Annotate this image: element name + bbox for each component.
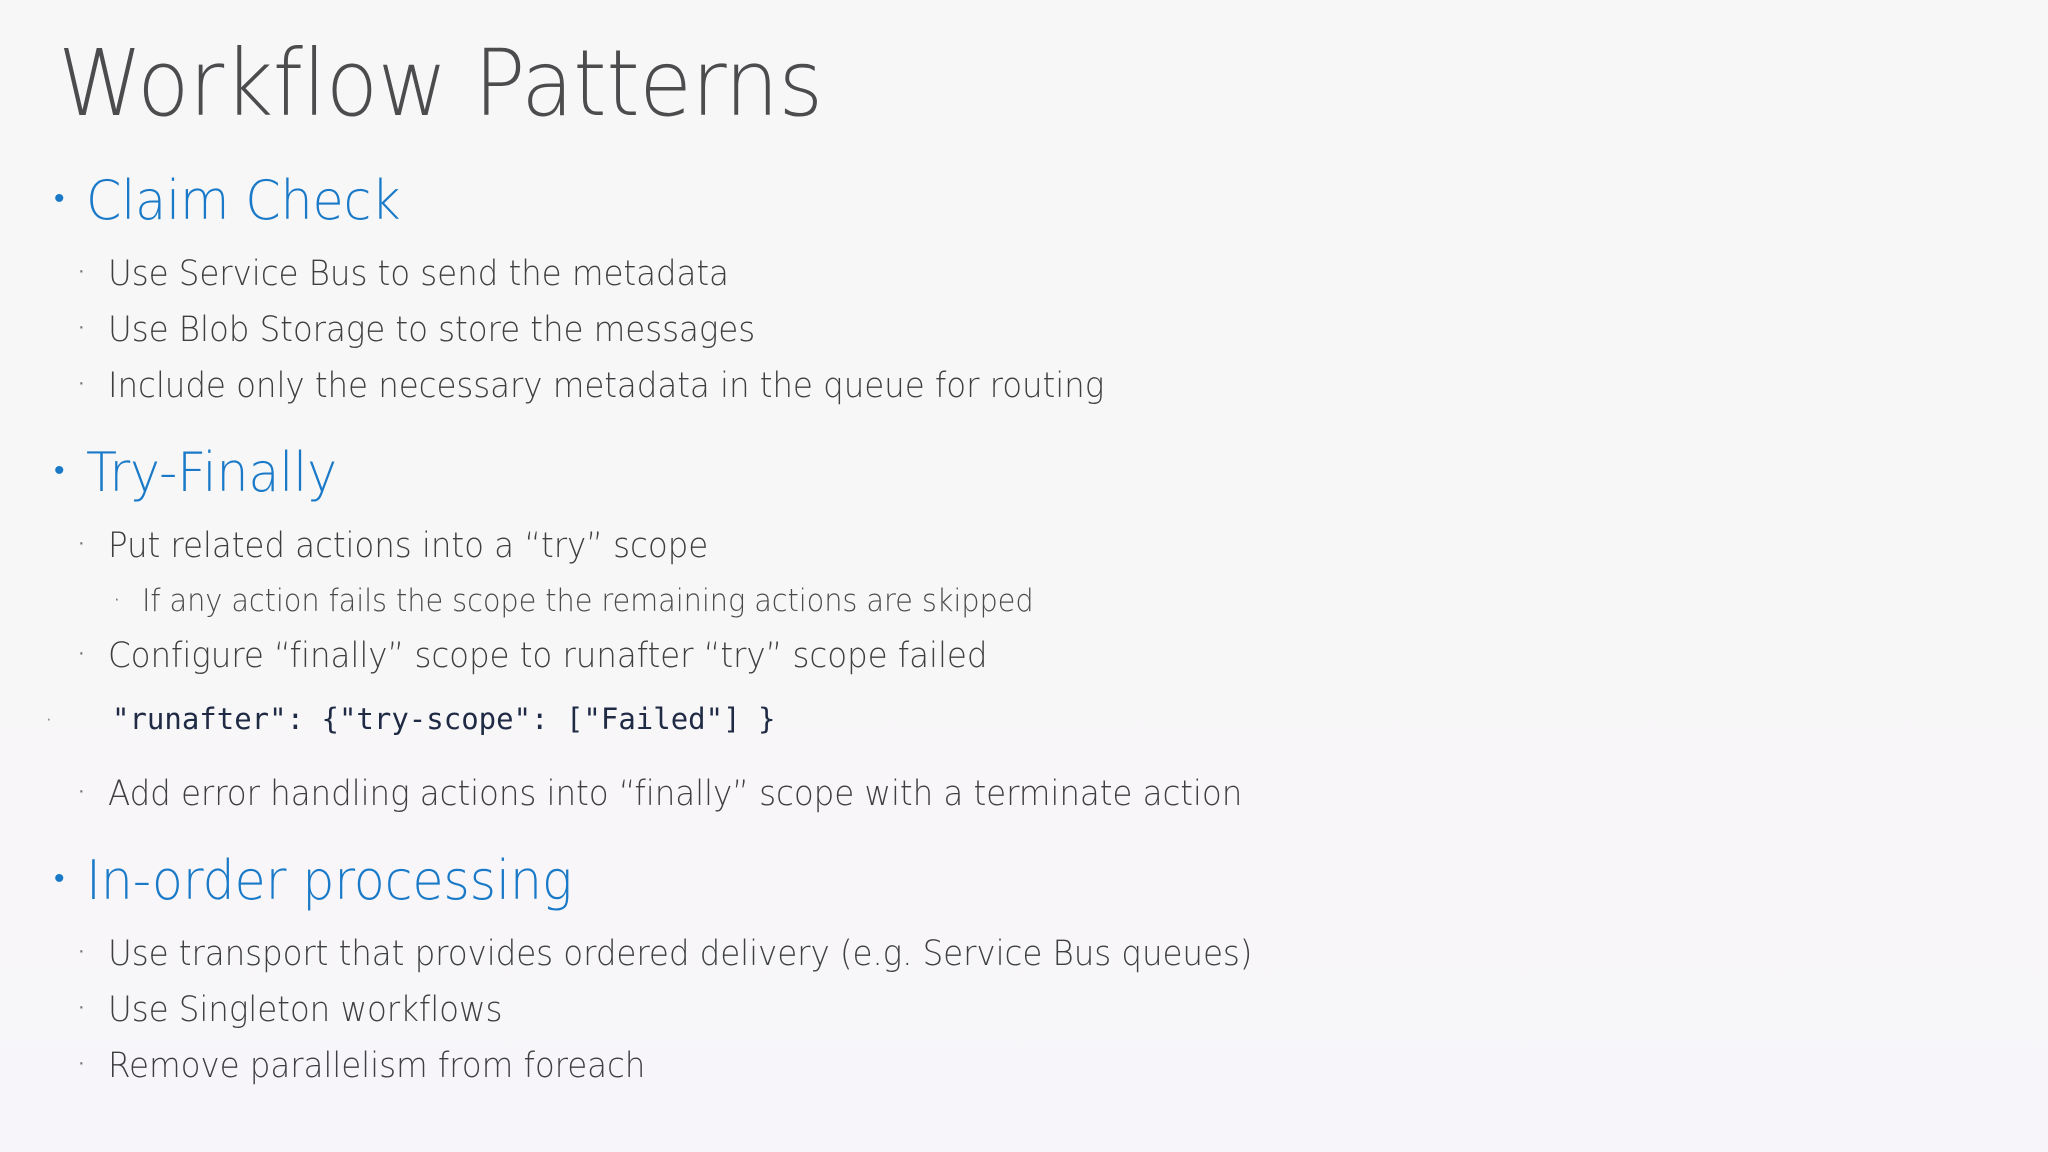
list-item-label: Use Blob Storage to store the messages: [108, 309, 756, 350]
list-item[interactable]: · Remove parallelism from foreach: [0, 1038, 2048, 1094]
list-item-label: Use transport that provides ordered deli…: [108, 933, 1253, 974]
code-snippet-item[interactable]: · "runafter": {"try-scope": ["Failed"] }: [0, 692, 2048, 748]
list-item-label: Remove parallelism from foreach: [108, 1045, 646, 1086]
code-snippet-label: "runafter": {"try-scope": ["Failed"] }: [112, 702, 776, 737]
bullet-code-icon: ·: [46, 708, 52, 728]
bullet-level2-icon: ·: [78, 260, 85, 282]
list-item-label: Configure “finally” scope to runafter “t…: [108, 635, 988, 676]
bullet-level3-icon: ·: [114, 588, 120, 608]
bullet-level2-icon: ·: [78, 996, 85, 1018]
list-item[interactable]: · Use Service Bus to send the metadata: [0, 246, 2048, 302]
list-item-label: Use Service Bus to send the metadata: [108, 253, 729, 294]
list-item-label: Put related actions into a “try” scope: [108, 525, 709, 566]
bullet-level2-icon: ·: [78, 940, 85, 962]
bullet-level1-icon: •: [54, 454, 65, 487]
section-claim-check: • Claim Check · Use Service Bus to send …: [0, 158, 2048, 414]
bullet-level2-icon: ·: [78, 532, 85, 554]
content-outline: • Claim Check · Use Service Bus to send …: [0, 158, 2048, 1094]
list-item-label: If any action fails the scope the remain…: [142, 582, 1034, 619]
list-item[interactable]: · Add error handling actions into “final…: [0, 766, 2048, 822]
section-heading-label: Try-Finally: [86, 440, 337, 504]
section-heading-in-order-processing[interactable]: • In-order processing: [0, 838, 2048, 924]
list-item[interactable]: · Put related actions into a “try” scope: [0, 518, 2048, 574]
page-title: Workflow Patterns: [58, 30, 823, 137]
section-in-order-processing: • In-order processing · Use transport th…: [0, 838, 2048, 1094]
bullet-level2-icon: ·: [78, 372, 85, 394]
list-item-nested[interactable]: · If any action fails the scope the rema…: [0, 574, 2048, 628]
list-item[interactable]: · Use transport that provides ordered de…: [0, 926, 2048, 982]
list-item-label: Use Singleton workflows: [108, 989, 503, 1030]
list-item[interactable]: · Configure “finally” scope to runafter …: [0, 628, 2048, 684]
section-try-finally: • Try-Finally · Put related actions into…: [0, 430, 2048, 822]
bullet-level2-icon: ·: [78, 642, 85, 664]
list-item-label: Add error handling actions into “finally…: [108, 773, 1243, 814]
section-heading-label: Claim Check: [86, 168, 401, 232]
section-heading-try-finally[interactable]: • Try-Finally: [0, 430, 2048, 516]
section-heading-claim-check[interactable]: • Claim Check: [0, 158, 2048, 244]
bullet-level2-icon: ·: [78, 1052, 85, 1074]
bullet-level1-icon: •: [54, 862, 65, 895]
list-item[interactable]: · Use Singleton workflows: [0, 982, 2048, 1038]
bullet-level2-icon: ·: [78, 316, 85, 338]
section-heading-label: In-order processing: [86, 848, 573, 912]
list-item-label: Include only the necessary metadata in t…: [108, 365, 1105, 406]
bullet-level1-icon: •: [54, 182, 65, 215]
bullet-level2-icon: ·: [78, 780, 85, 802]
list-item[interactable]: · Use Blob Storage to store the messages: [0, 302, 2048, 358]
list-item[interactable]: · Include only the necessary metadata in…: [0, 358, 2048, 414]
